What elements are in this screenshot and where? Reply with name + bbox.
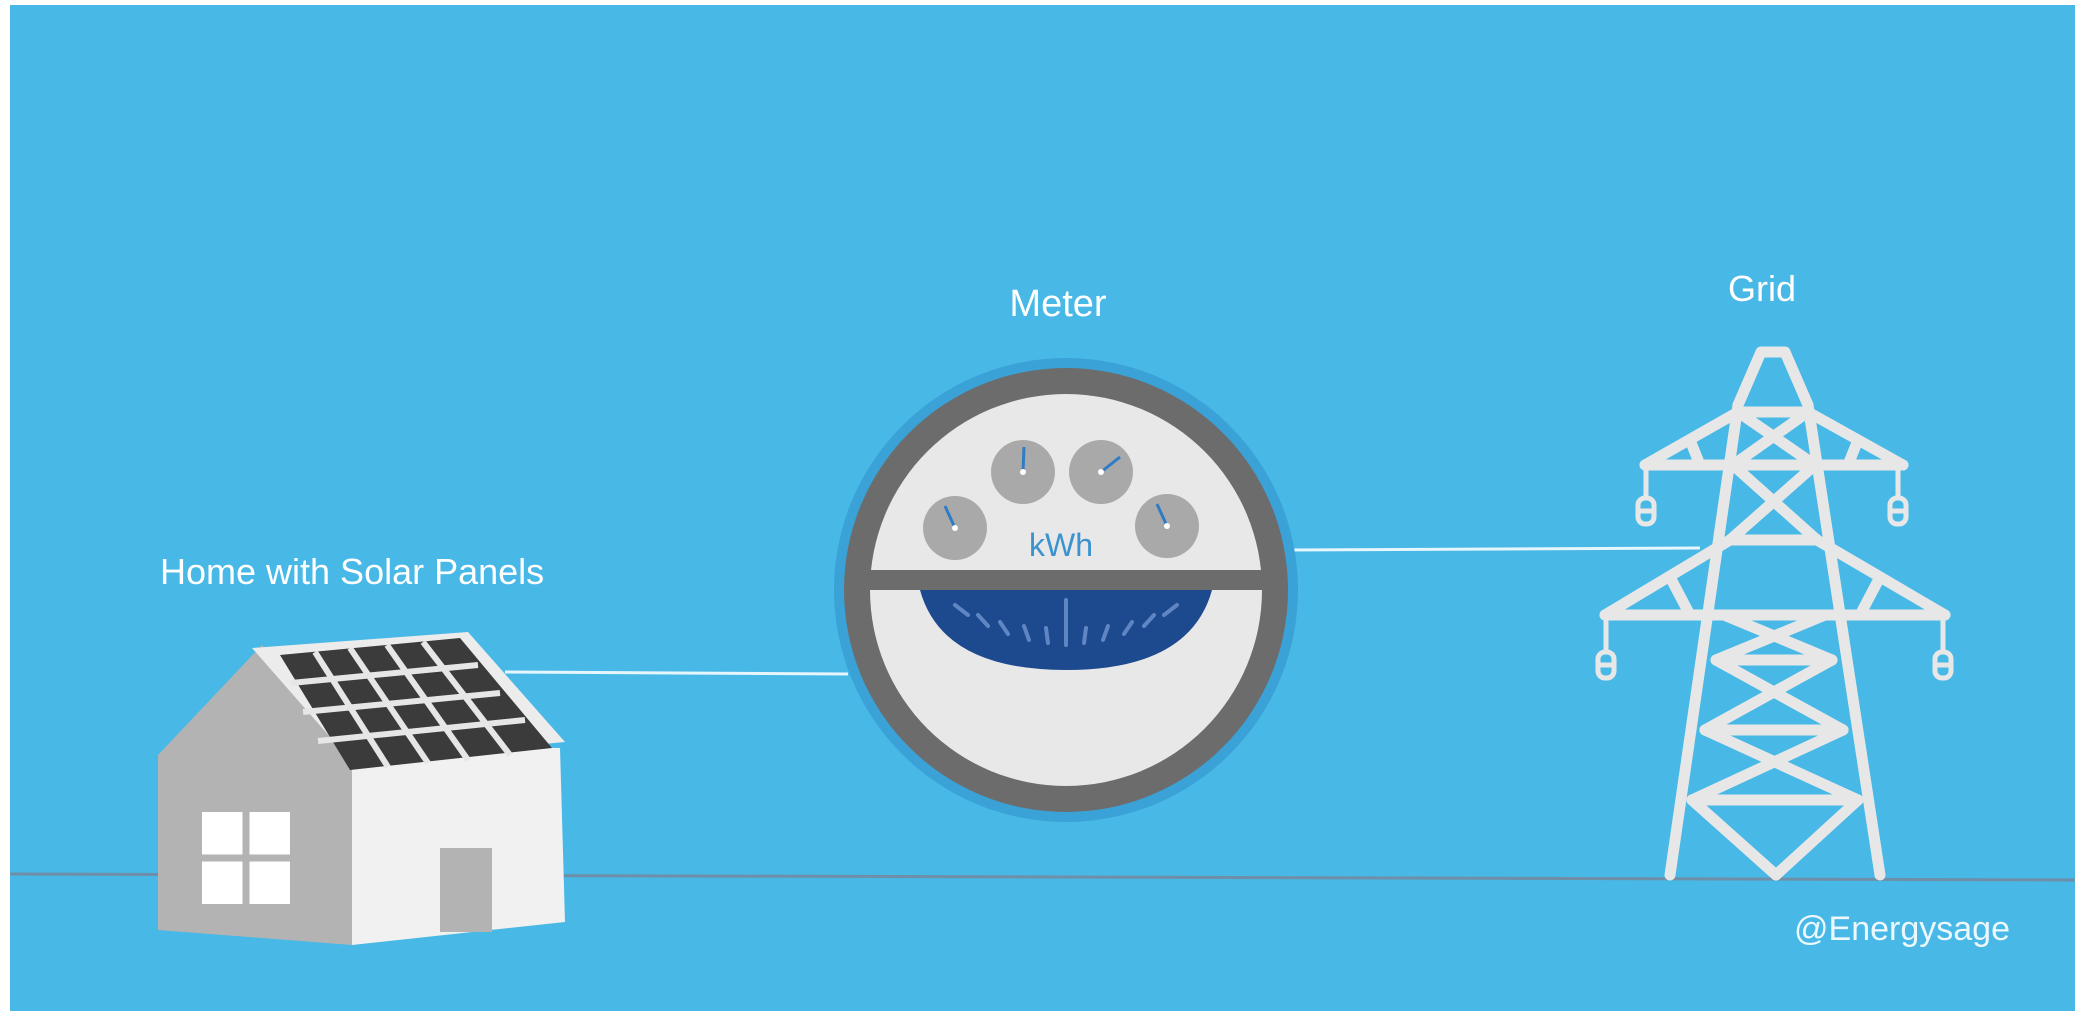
grid-label: Grid	[1728, 268, 1796, 309]
home-label: Home with Solar Panels	[160, 551, 544, 592]
meter-divider	[860, 570, 1272, 590]
house-to-meter-wire	[505, 672, 848, 674]
house-door	[440, 848, 492, 932]
meter-to-grid-wire	[1290, 548, 1700, 550]
meter-unit-label: kWh	[1029, 527, 1093, 563]
meter-label: Meter	[1009, 283, 1106, 325]
credit-label: @Energysage	[1794, 910, 2010, 948]
electric-meter-icon: kWh	[834, 358, 1298, 822]
